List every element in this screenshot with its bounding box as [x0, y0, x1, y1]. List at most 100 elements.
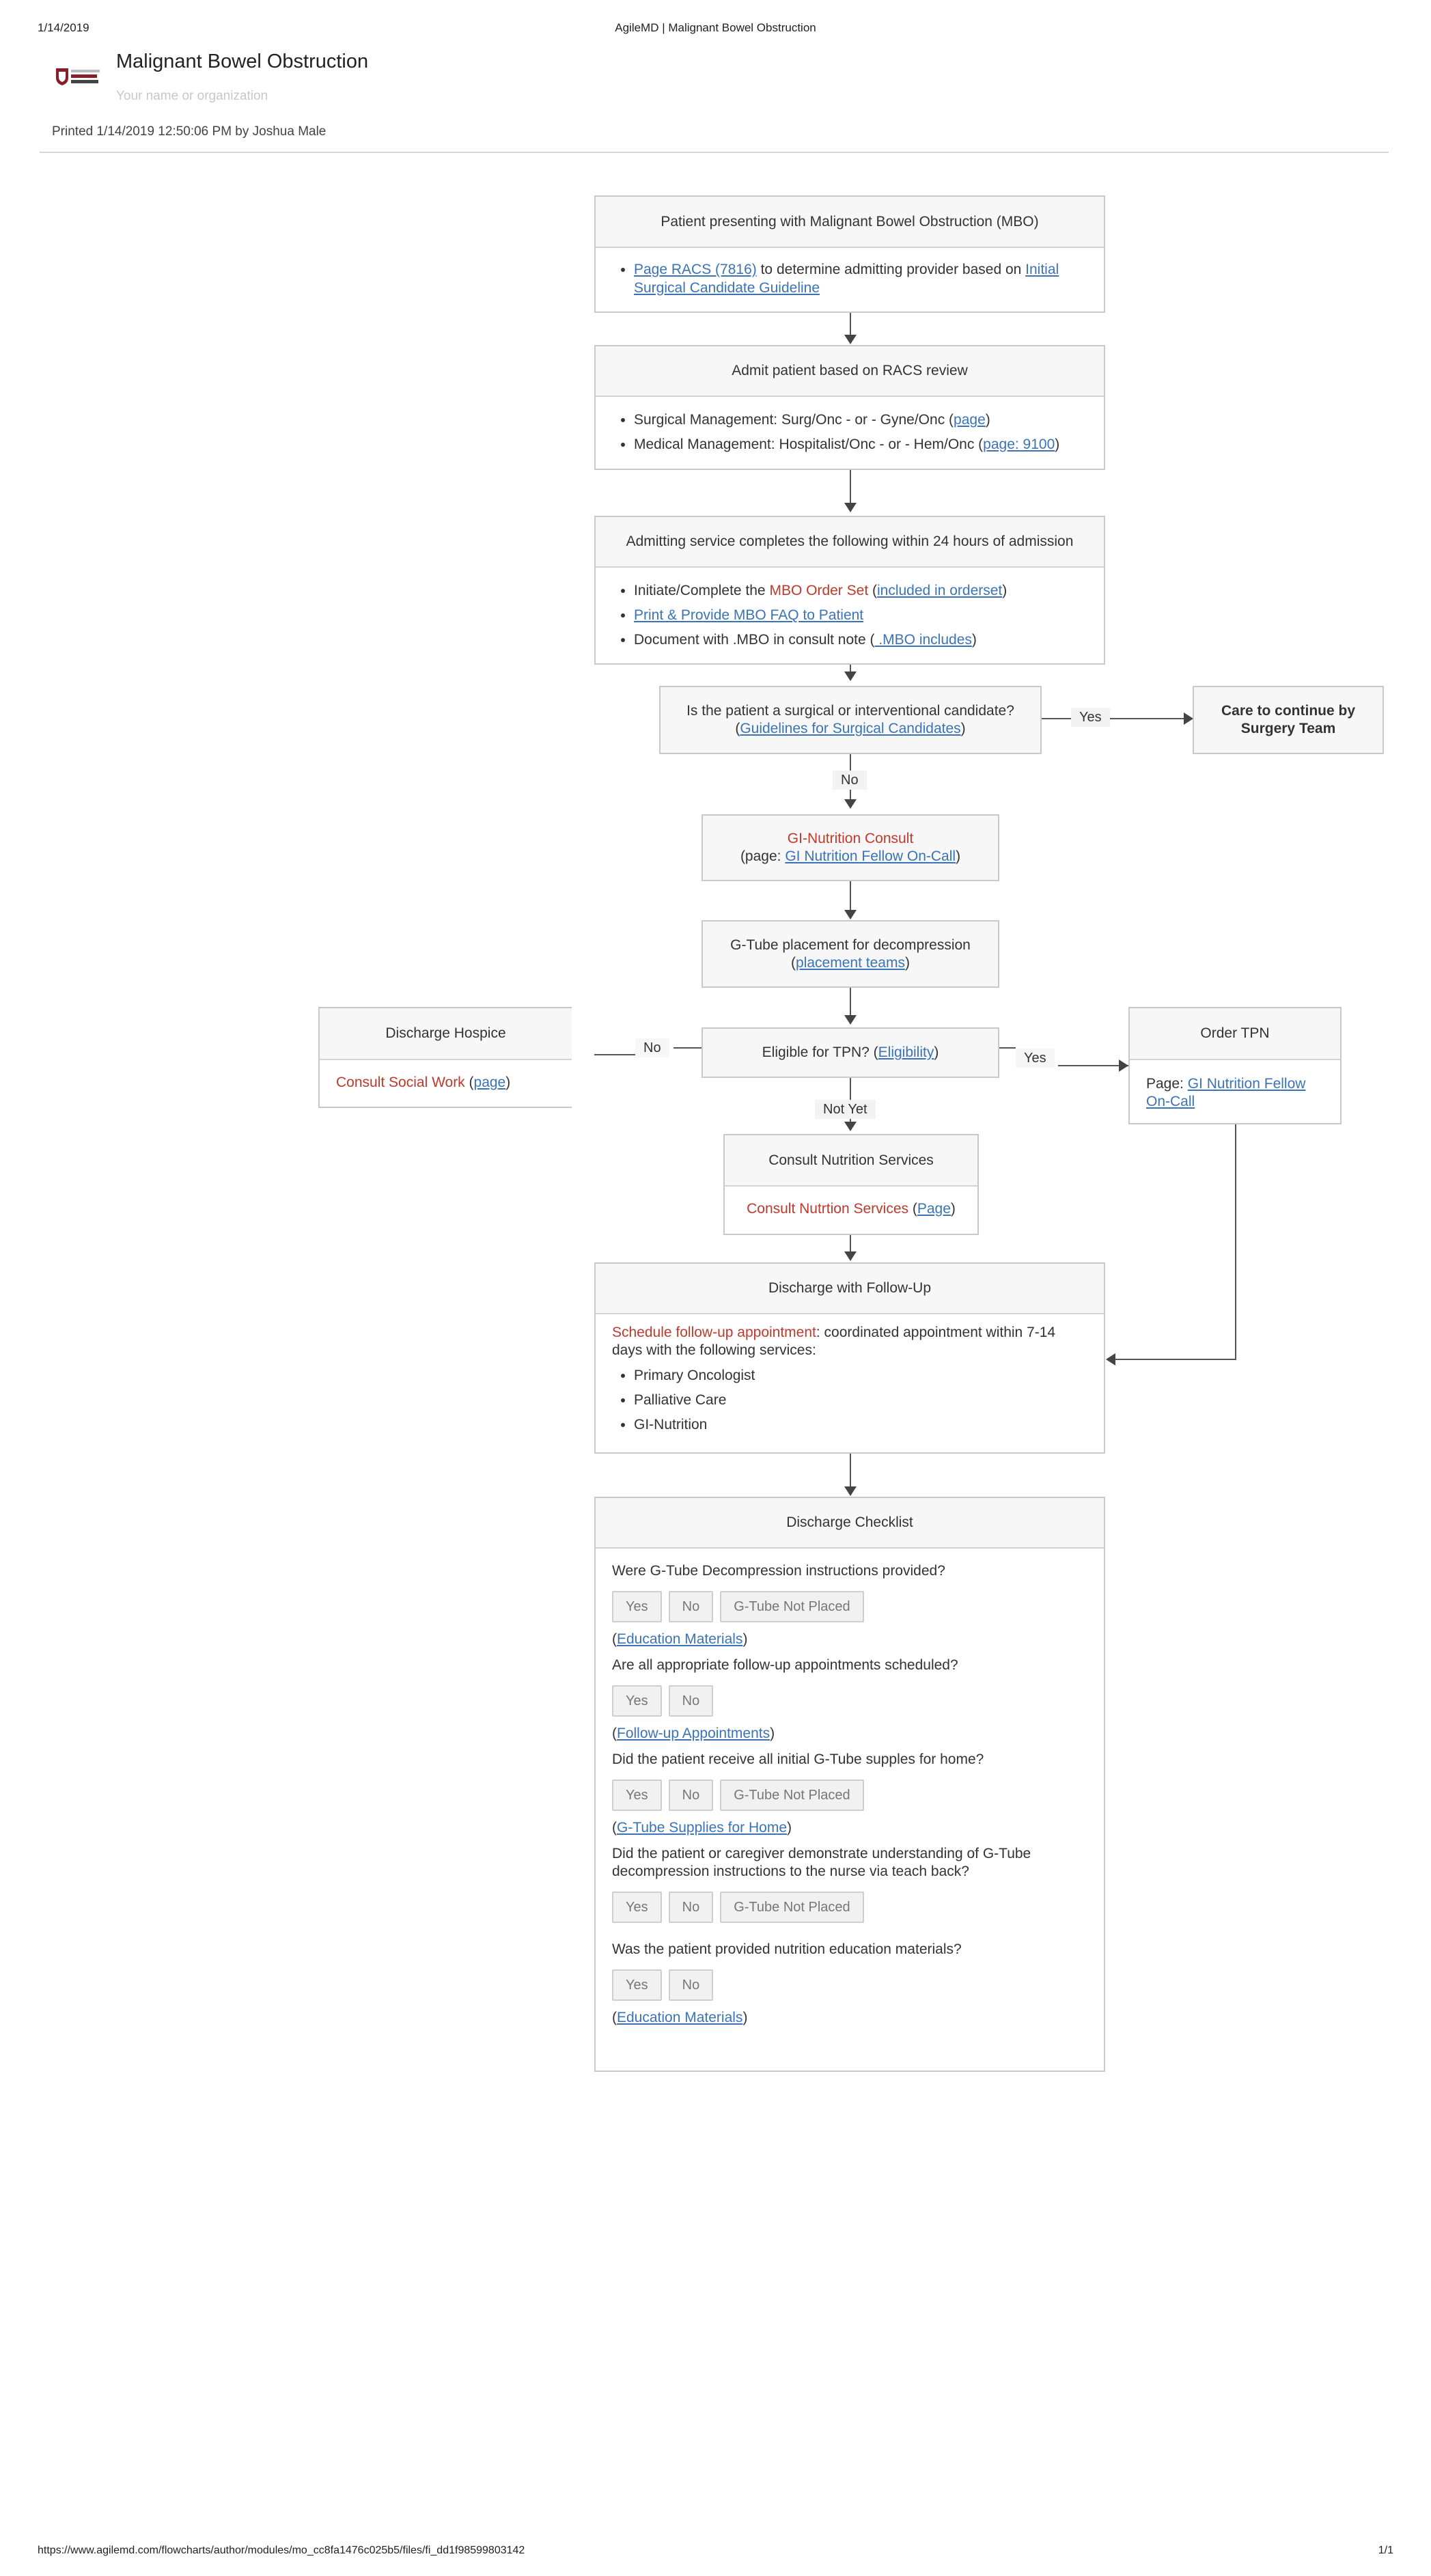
connector	[850, 665, 851, 671]
order-tpn-box: Order TPN Page: GI Nutrition Fellow On-C…	[1128, 1007, 1342, 1124]
paren: )	[770, 1726, 775, 1741]
gi-nutrition-consult-text: GI-Nutrition Consult	[787, 831, 914, 846]
discharge-followup-box: Discharge with Follow-Up Schedule follow…	[594, 1262, 1105, 1454]
order-tpn-title: Order TPN	[1130, 1008, 1340, 1059]
guidelines-surgical-candidates-link[interactable]: Guidelines for Surgical Candidates	[740, 721, 961, 736]
q1-no-button[interactable]: No	[668, 1591, 714, 1622]
admitting-service-body: Initiate/Complete the MBO Order Set (inc…	[596, 566, 1104, 662]
discharge-hospice-title: Discharge Hospice	[320, 1008, 572, 1059]
mbo-faq-link[interactable]: Print & Provide MBO FAQ to Patient	[634, 607, 864, 623]
arrow-down-icon	[844, 335, 857, 344]
connector	[850, 791, 851, 799]
paren: (	[868, 583, 877, 598]
connector	[850, 1235, 851, 1251]
surgical-candidate-question: Is the patient a surgical or interventio…	[686, 703, 1014, 719]
gi-nutrition-fellow-link[interactable]: GI Nutrition Fellow On-Call	[785, 848, 956, 864]
connector	[850, 988, 851, 1015]
discharge-checklist-box: Discharge Checklist Were G-Tube Decompre…	[594, 1497, 1105, 2072]
nutrition-page-link[interactable]: Page	[917, 1201, 951, 1217]
admit-patient-box: Admit patient based on RACS review Surgi…	[594, 345, 1105, 470]
followup-service-item: Primary Oncologist	[634, 1363, 1087, 1388]
checklist-question-5: Was the patient provided nutrition educa…	[612, 1941, 962, 1957]
social-work-page-link[interactable]: page	[473, 1075, 506, 1090]
paren: )	[1002, 583, 1008, 598]
tpn-gi-nutrition-fellow-link[interactable]: GI Nutrition Fellow On-Call	[1146, 1076, 1306, 1109]
patient-presenting-box: Patient presenting with Malignant Bowel …	[594, 195, 1105, 313]
page-racs-link[interactable]: Page RACS (7816)	[634, 262, 757, 277]
q3-yes-button[interactable]: Yes	[612, 1779, 662, 1811]
medical-management-text: Medical Management: Hospitalist/Onc - or…	[634, 437, 984, 452]
q5-yes-button[interactable]: Yes	[612, 1969, 662, 2001]
gtube-supplies-link[interactable]: G-Tube Supplies for Home	[617, 1820, 787, 1836]
q1-yes-button[interactable]: Yes	[612, 1591, 662, 1622]
surgical-candidate-decision: Is the patient a surgical or interventio…	[659, 686, 1042, 754]
q4-no-button[interactable]: No	[668, 1892, 714, 1923]
gi-nutrition-consult-box: GI-Nutrition Consult (page: GI Nutrition…	[701, 814, 999, 881]
education-materials-link[interactable]: Education Materials	[617, 1631, 743, 1647]
connector	[999, 1047, 1016, 1049]
admitting-service-title: Admitting service completes the followin…	[596, 517, 1104, 566]
arrow-down-icon	[844, 1251, 857, 1261]
logo	[55, 66, 102, 86]
paren: )	[956, 848, 961, 864]
paren: )	[505, 1075, 511, 1090]
discharge-checklist-body: Were G-Tube Decompression instructions p…	[596, 1547, 1104, 2045]
discharge-checklist-title: Discharge Checklist	[596, 1498, 1104, 1547]
connector	[850, 1078, 851, 1100]
no-label: No	[635, 1038, 669, 1057]
tpn-eligibility-decision: Eligible for TPN? (Eligibility)	[701, 1027, 999, 1078]
patient-presenting-title: Patient presenting with Malignant Bowel …	[596, 197, 1104, 247]
print-date: 1/14/2019	[38, 21, 89, 34]
paren: )	[787, 1820, 792, 1836]
paren: (	[612, 1726, 617, 1741]
followup-appointments-link[interactable]: Follow-up Appointments	[617, 1726, 770, 1741]
placement-teams-link[interactable]: placement teams	[796, 954, 905, 971]
page-9100-link[interactable]: page: 9100	[983, 437, 1055, 452]
tpn-question: Eligible for TPN? (	[762, 1044, 878, 1060]
surgical-page-link[interactable]: page	[954, 412, 986, 428]
arrow-down-icon	[844, 799, 857, 809]
arrow-down-icon	[844, 671, 857, 681]
checklist-question-2: Are all appropriate follow-up appointmen…	[612, 1657, 958, 1673]
paren: )	[971, 632, 977, 648]
connector	[673, 1047, 701, 1049]
nutrition-education-materials-link[interactable]: Education Materials	[617, 2010, 743, 2025]
paren: (	[464, 1075, 474, 1090]
included-in-orderset-link[interactable]: included in orderset	[876, 583, 1003, 598]
followup-description: : coordinated appointment within 7-14 da…	[612, 1325, 1056, 1358]
connector	[850, 1454, 851, 1486]
arrow-right-icon	[1119, 1060, 1128, 1072]
racs-text: to determine admitting provider based on	[756, 262, 1026, 277]
q4-gtube-not-placed-button[interactable]: G-Tube Not Placed	[720, 1892, 864, 1923]
uchicago-logo-icon	[56, 68, 100, 85]
paren: (	[735, 721, 740, 736]
paren: (	[612, 1631, 617, 1647]
print-url: https://www.agilemd.com/flowcharts/autho…	[38, 2545, 525, 2556]
q3-no-button[interactable]: No	[668, 1779, 714, 1811]
discharge-followup-title: Discharge with Follow-Up	[596, 1264, 1104, 1313]
initial-surgical-guideline-link[interactable]: Initial Surgical Candidate Guideline	[634, 262, 1059, 296]
q4-yes-button[interactable]: Yes	[612, 1892, 662, 1923]
page-prefix: Page:	[1146, 1076, 1188, 1092]
followup-service-item: Palliative Care	[634, 1388, 1087, 1413]
schedule-followup-text: Schedule follow-up appointment	[612, 1325, 816, 1340]
consult-nutrition-red-text: Consult Nutrtion Services	[747, 1201, 909, 1217]
eligibility-link[interactable]: Eligibility	[878, 1044, 934, 1060]
admit-patient-title: Admit patient based on RACS review	[596, 346, 1104, 396]
q5-no-button[interactable]: No	[668, 1969, 714, 2001]
paren: )	[904, 954, 910, 971]
mbo-includes-link[interactable]: .MBO includes	[874, 632, 972, 648]
arrow-down-icon	[844, 910, 857, 919]
page-title: Malignant Bowel Obstruction	[116, 51, 369, 72]
yes-label: Yes	[1071, 708, 1110, 727]
connector	[850, 881, 851, 910]
q2-no-button[interactable]: No	[668, 1685, 714, 1717]
patient-presenting-body: Page RACS (7816) to determine admitting …	[596, 247, 1104, 307]
consult-nutrition-box: Consult Nutrition Services Consult Nutrt…	[723, 1134, 979, 1235]
connector	[850, 313, 851, 335]
organization-field[interactable]: Your name or organization	[116, 89, 268, 103]
q3-gtube-not-placed-button[interactable]: G-Tube Not Placed	[720, 1779, 864, 1811]
q2-yes-button[interactable]: Yes	[612, 1685, 662, 1717]
q1-gtube-not-placed-button[interactable]: G-Tube Not Placed	[720, 1591, 864, 1622]
paren: )	[934, 1044, 939, 1060]
